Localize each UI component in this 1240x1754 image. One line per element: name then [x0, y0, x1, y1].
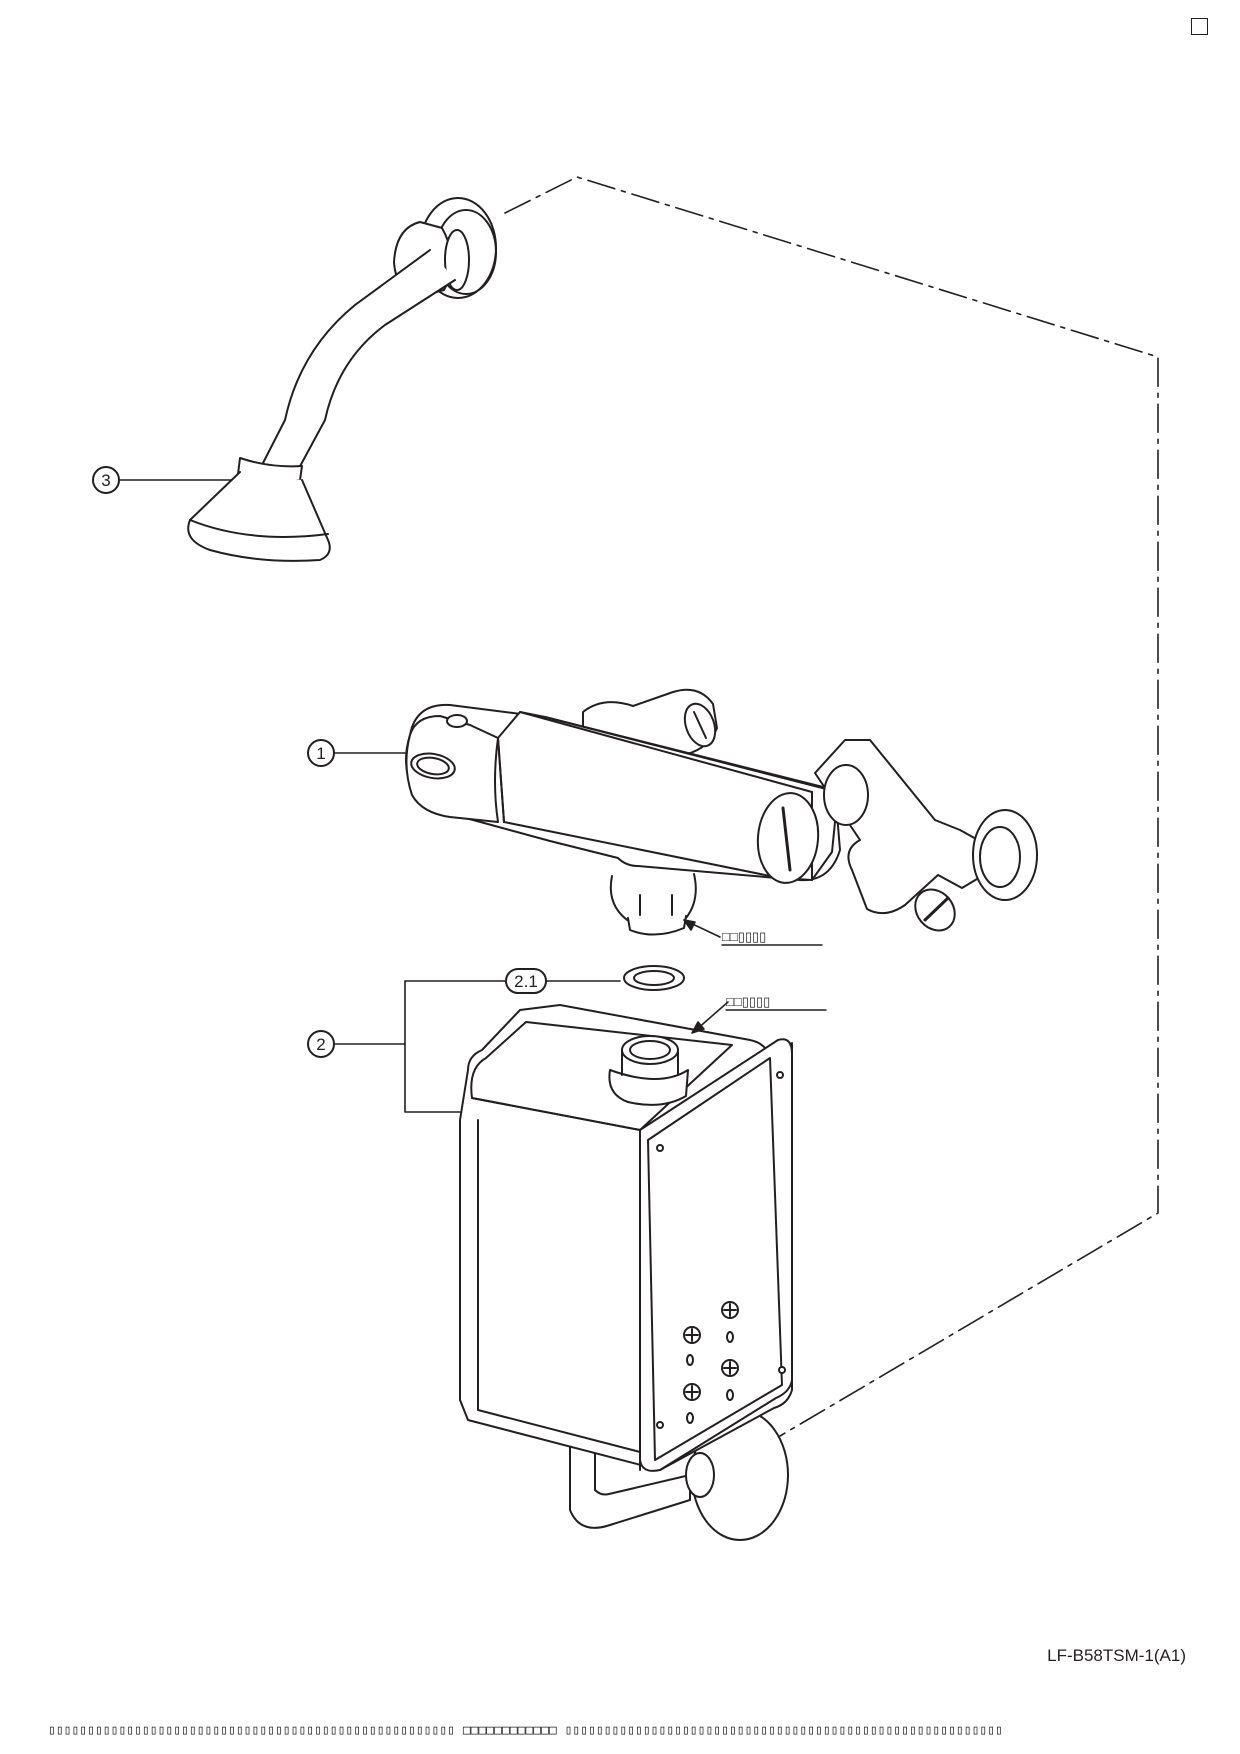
callout-3: 3: [92, 466, 120, 494]
inlet-note: □□▯▯▯▯: [725, 994, 827, 1011]
footer-text-right: ▯▯▯▯▯▯▯▯▯▯▯▯▯▯▯▯▯▯▯▯▯▯▯▯▯▯▯▯▯▯▯▯▯▯▯▯▯▯▯▯…: [564, 1723, 1003, 1738]
footer-text-line: ▯▯▯▯▯▯▯▯▯▯▯▯▯▯▯▯▯▯▯▯▯▯▯▯▯▯▯▯▯▯▯▯▯▯▯▯▯▯▯▯…: [48, 1723, 1193, 1742]
footer-text-left: ▯▯▯▯▯▯▯▯▯▯▯▯▯▯▯▯▯▯▯▯▯▯▯▯▯▯▯▯▯▯▯▯▯▯▯▯▯▯▯▯…: [48, 1723, 455, 1738]
svg-text:2: 2: [316, 1035, 325, 1054]
callout-1: 1: [307, 739, 335, 767]
assembly-guide-line: [504, 176, 1159, 1437]
corner-mark: [1191, 18, 1208, 35]
svg-text:□□▯▯▯▯: □□▯▯▯▯: [722, 929, 766, 944]
callout-2-1: 2.1: [505, 968, 547, 994]
washer-icon: [623, 965, 685, 991]
callout-2: 2: [307, 1030, 335, 1058]
svg-text:□□▯▯▯▯: □□▯▯▯▯: [726, 994, 770, 1009]
svg-text:1: 1: [316, 744, 325, 763]
model-code: LF-B58TSM-1(A1): [1047, 1646, 1186, 1665]
svg-text:3: 3: [101, 471, 110, 490]
svg-text:2.1: 2.1: [514, 972, 538, 991]
thermostatic-mixer-icon: [405, 688, 1038, 936]
outlet-note: □□▯▯▯▯: [721, 929, 823, 946]
footer-text-middle: □□□□□□□□□□□□: [462, 1723, 557, 1738]
mounting-box-icon: [459, 1004, 793, 1541]
leader-lines: [118, 479, 729, 1113]
shower-head-icon: [187, 197, 497, 562]
